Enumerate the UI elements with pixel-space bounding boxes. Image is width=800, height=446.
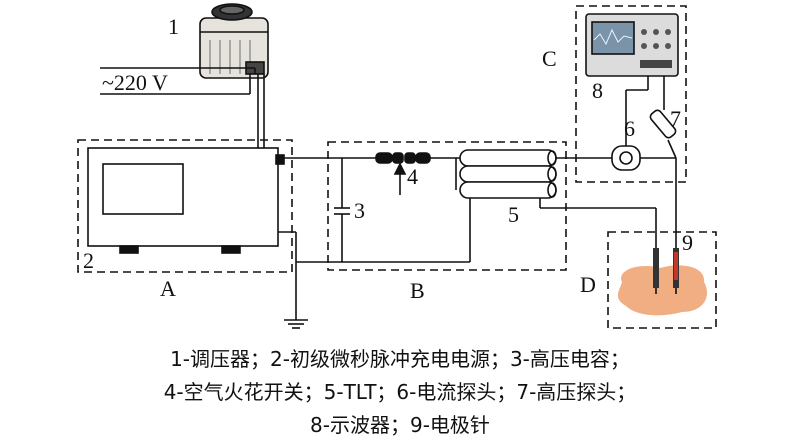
- label-4: 4: [407, 164, 418, 189]
- label-2: 2: [83, 248, 94, 273]
- label-7: 7: [670, 106, 681, 131]
- spark-gap-switch: [375, 152, 431, 195]
- box-A: [77, 139, 293, 273]
- caption-line-2: 4-空气火花开关；5-TLT；6-电流探头；7-高压探头；: [163, 380, 637, 404]
- box-B: [327, 141, 567, 271]
- transmission-line-transformer: [455, 149, 557, 199]
- label-A: A: [160, 276, 176, 301]
- caption-line-1: 1-调压器；2-初级微秒脉冲充电电源；3-高压电容；: [170, 347, 630, 371]
- caption-line-3: 8-示波器；9-电极针: [310, 413, 490, 437]
- charging-power-supply: [87, 147, 285, 254]
- electrode-needles: [653, 248, 679, 294]
- voltage-regulator: [199, 3, 269, 79]
- box-D: [607, 231, 717, 329]
- hv-probe: [649, 109, 677, 159]
- current-probe: [611, 145, 641, 171]
- label-9: 9: [682, 230, 693, 255]
- label-1: 1: [168, 14, 179, 39]
- label-B: B: [410, 278, 425, 303]
- oscilloscope: [585, 13, 679, 77]
- label-5: 5: [508, 202, 519, 227]
- label-voltage: ~220 V: [102, 70, 168, 95]
- label-3: 3: [354, 198, 365, 223]
- hv-capacitor: [334, 158, 350, 262]
- tissue-sample: [617, 265, 708, 316]
- label-D: D: [580, 272, 596, 297]
- label-6: 6: [624, 116, 635, 141]
- box-C: [575, 5, 687, 183]
- label-8: 8: [592, 78, 603, 103]
- experimental-setup-diagram: 1 ~220 V A 2 3 4 5 B C 6 7 8 9 D: [77, 3, 717, 329]
- label-C: C: [542, 46, 557, 71]
